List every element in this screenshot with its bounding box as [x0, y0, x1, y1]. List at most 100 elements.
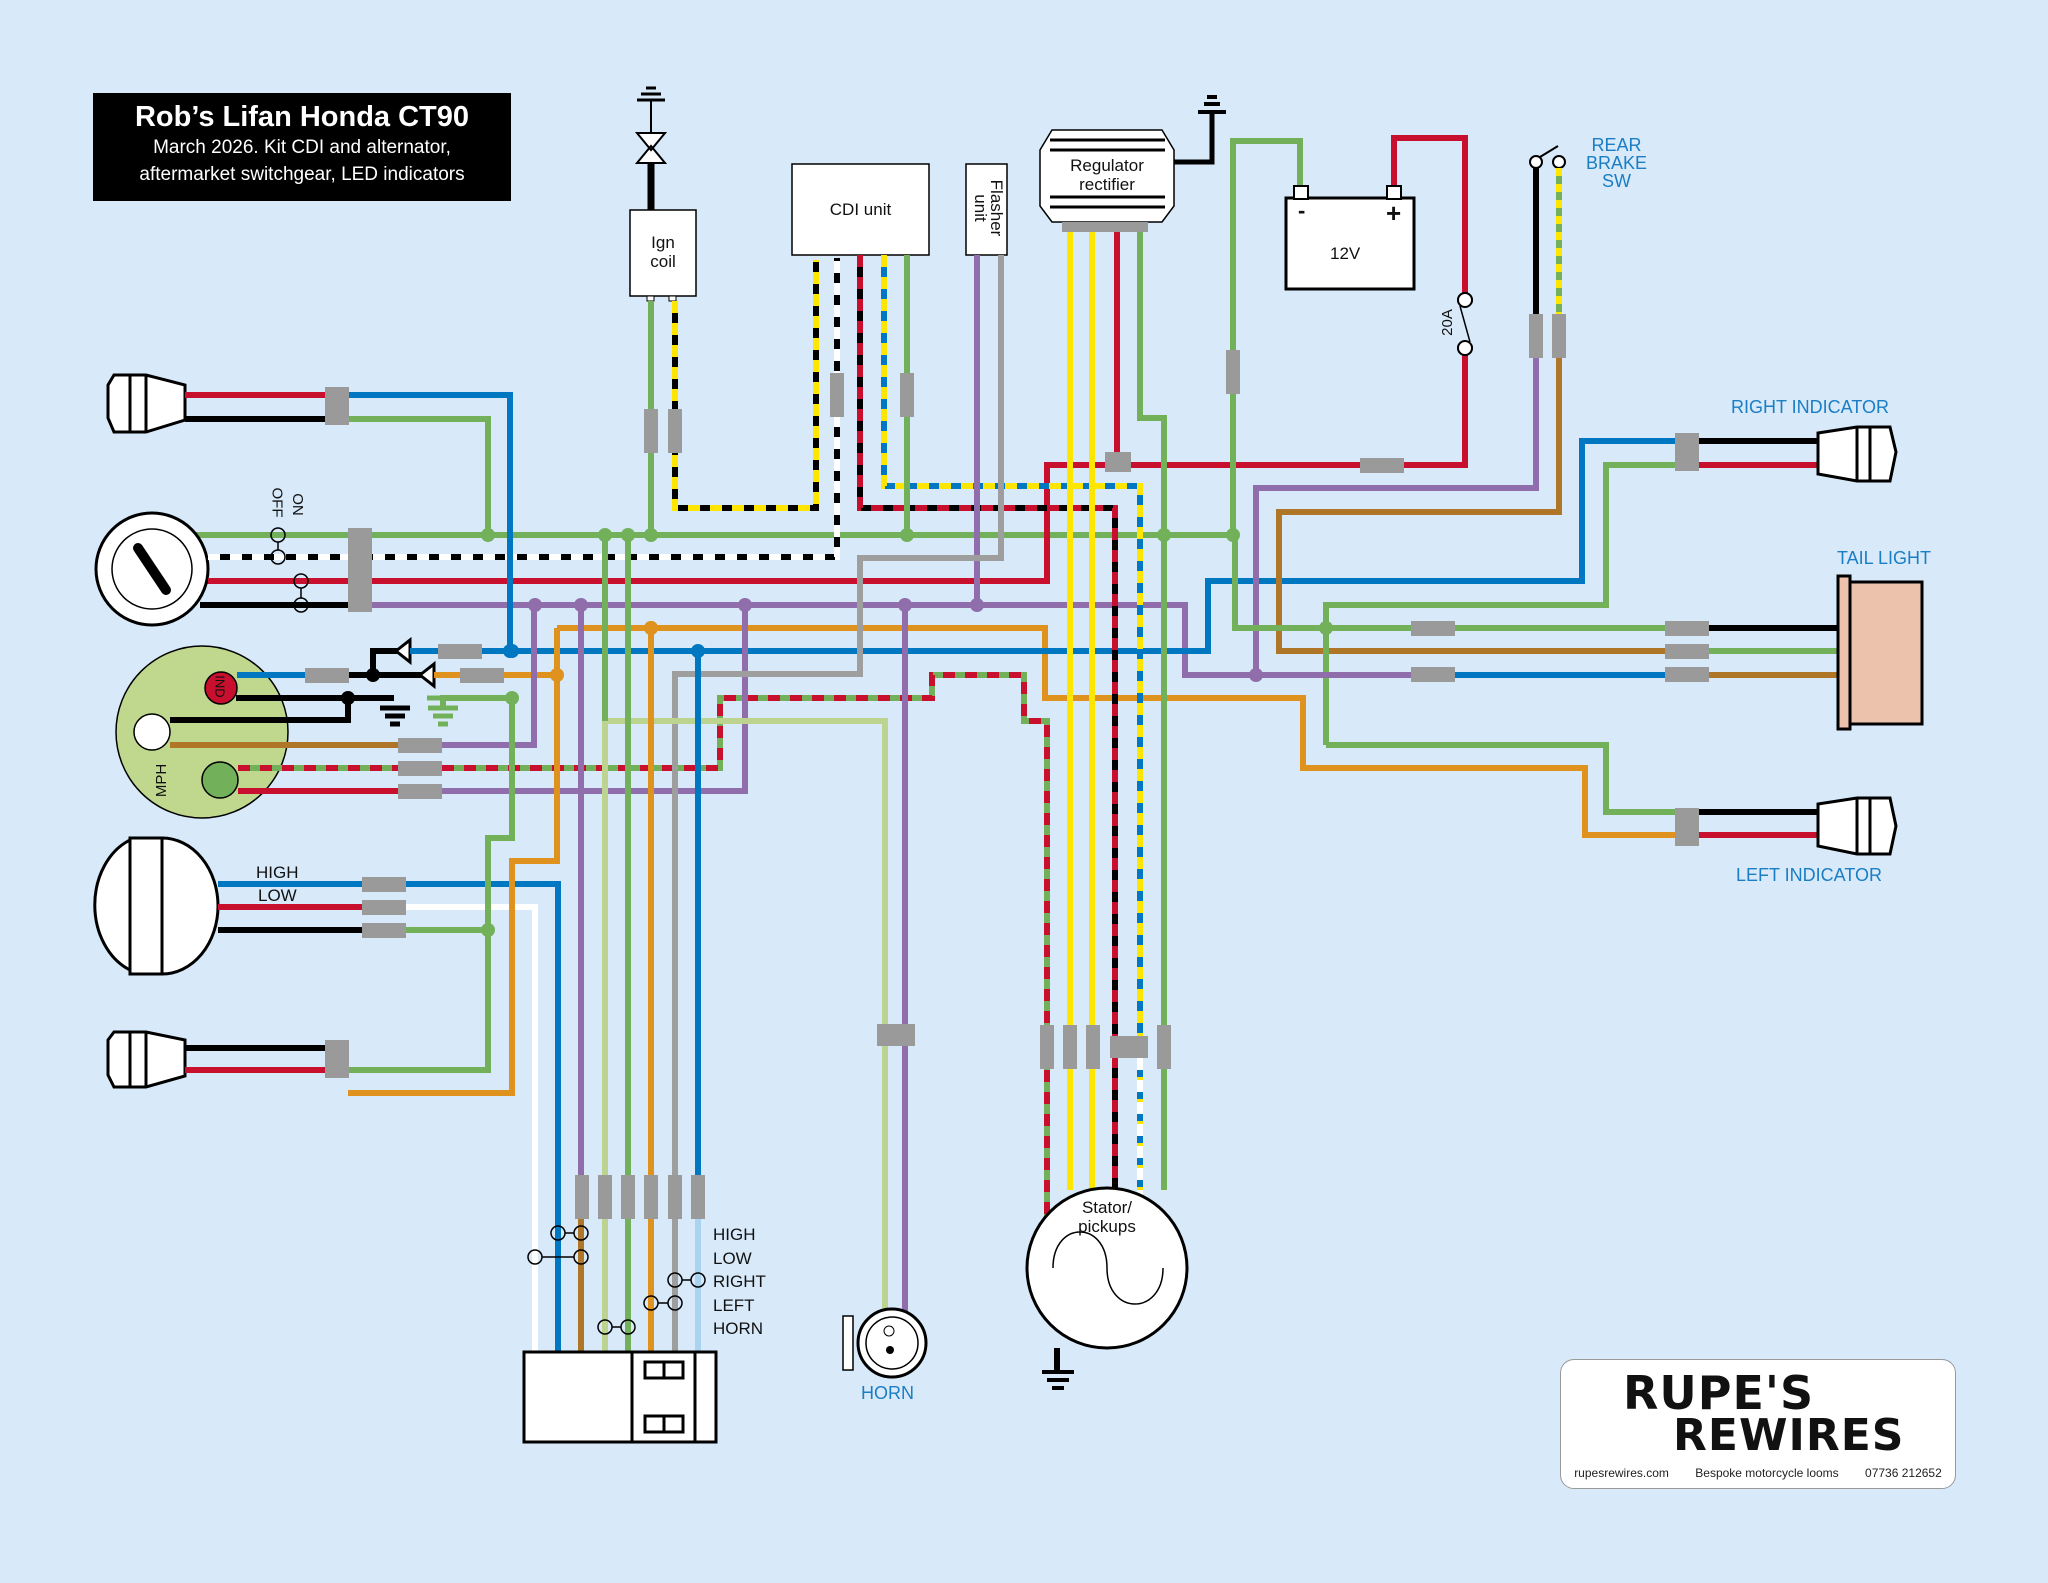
connector — [1552, 314, 1566, 358]
ground-icon — [427, 695, 512, 727]
connector — [598, 1175, 612, 1219]
connector — [398, 784, 442, 799]
connector — [1105, 452, 1131, 472]
connector — [1665, 621, 1709, 636]
rear-left-indicator — [1816, 796, 1898, 856]
connector — [1063, 1025, 1077, 1069]
ign-coil-label-1: Ign — [651, 233, 675, 252]
connector — [348, 528, 372, 612]
regulator-label: Regulator rectifier — [1052, 156, 1162, 194]
headlight — [93, 836, 220, 976]
ignition-coil — [629, 86, 697, 302]
wire-neutral-black — [170, 698, 351, 723]
connector — [398, 738, 442, 753]
connector — [305, 668, 349, 683]
connector — [691, 1175, 705, 1219]
connector — [1040, 1025, 1054, 1069]
logo-website: rupesrewires.com — [1574, 1466, 1669, 1480]
wire-green-to-bus — [349, 416, 491, 535]
title-box: Rob’s Lifan Honda CT90 March 2026. Kit C… — [93, 93, 511, 201]
regulator-label-1: Regulator — [1070, 156, 1144, 175]
battery — [1284, 185, 1416, 291]
switchgear-housing[interactable] — [522, 1350, 718, 1444]
wire-orange-down — [348, 675, 560, 1096]
flasher-unit — [965, 163, 1008, 256]
connector — [1675, 433, 1699, 471]
switchgear-label-high: HIGH — [713, 1225, 756, 1244]
tail-light — [1836, 574, 1924, 731]
rear-brake-switch[interactable] — [1529, 145, 1566, 169]
wire-blue-to-bus — [349, 392, 513, 651]
flasher-label-1: Flasher — [987, 179, 1006, 237]
connector — [460, 668, 504, 683]
ignition-switch[interactable] — [94, 511, 210, 627]
wire-green-down — [485, 698, 515, 930]
connector — [668, 1175, 682, 1219]
connector — [1157, 1025, 1171, 1069]
wire-ind-diode — [370, 648, 400, 675]
main-beam-lamp — [201, 761, 239, 799]
speedometer — [115, 645, 289, 819]
switchgear-label-left: LEFT — [713, 1295, 755, 1315]
indicator-lamp — [204, 671, 238, 705]
logo-tagline: Bespoke motorcycle looms — [1695, 1466, 1839, 1480]
rear-brake-label-2: BRAKE — [1586, 153, 1648, 173]
stator-label: Stator/ pickups — [1057, 1198, 1157, 1236]
connector — [1411, 621, 1455, 636]
wire-orange-main — [557, 625, 1675, 838]
connector — [900, 373, 914, 417]
front-right-indicator — [106, 373, 187, 434]
fuse-label: 20A — [1438, 309, 1456, 336]
connector — [1360, 458, 1404, 473]
wire-red-main — [175, 135, 1468, 584]
connector — [644, 409, 658, 453]
horn-label: HORN — [861, 1383, 914, 1403]
rupes-rewires-logo: RUPE'S REWIRES rupesrewires.com Bespoke … — [1560, 1359, 1956, 1489]
front-left-indicator — [106, 1030, 187, 1089]
stator — [1025, 1186, 1189, 1390]
rear-brake-label: REAR BRAKE SW — [1586, 136, 1647, 190]
regulator-label-2: rectifier — [1079, 175, 1135, 194]
right-indicator-label: RIGHT INDICATOR — [1731, 397, 1890, 417]
ign-coil-label: Ign coil — [630, 233, 696, 271]
switchgear-label-low: LOW — [713, 1248, 752, 1268]
diagram-title: Rob’s Lifan Honda CT90 — [134, 101, 470, 133]
flasher-label-2: unit — [971, 194, 990, 222]
regulator-rectifier — [1039, 95, 1226, 232]
flasher-label: Flasher unit — [971, 178, 1006, 238]
connector — [644, 1175, 658, 1219]
battery-neg-label: - — [1298, 198, 1306, 223]
headlight-high-label: HIGH — [256, 863, 299, 882]
diode-icon — [417, 660, 436, 690]
connector — [1675, 808, 1699, 846]
connector — [668, 409, 682, 453]
connector — [1226, 350, 1240, 394]
logo-footer: rupesrewires.com Bespoke motorcycle loom… — [1561, 1466, 1955, 1480]
connector — [325, 1040, 349, 1078]
connector — [1529, 314, 1543, 358]
ign-off-label: OFF — [268, 487, 286, 518]
connector — [362, 900, 406, 915]
rear-brake-label-3: SW — [1602, 171, 1632, 191]
connector — [1411, 667, 1455, 682]
logo-phone: 07736 212652 — [1865, 1466, 1942, 1480]
connector — [830, 373, 844, 417]
diagram-subtitle-2: aftermarket switchgear, LED indicators — [139, 164, 465, 185]
switchgear-label-right: RIGHT — [713, 1272, 766, 1291]
diagram-subtitle-1: March 2026. Kit CDI and alternator, — [153, 137, 451, 158]
ign-on-label: ON — [288, 493, 306, 516]
connector — [621, 1175, 635, 1219]
connector — [1665, 644, 1709, 659]
connector — [1110, 1036, 1148, 1058]
connector — [362, 877, 406, 892]
speedo-mph-label: MPH — [153, 763, 171, 798]
horn — [842, 1307, 928, 1379]
logo-line-2: REWIRES — [1673, 1410, 1905, 1461]
switchgear-labels: HIGH LOW RIGHT LEFT HORN — [713, 1223, 766, 1341]
rear-brake-label-1: REAR — [1591, 135, 1642, 155]
neutral-lamp — [133, 713, 171, 751]
stator-label-1: Stator/ — [1081, 1198, 1133, 1217]
left-indicator-label: LEFT INDICATOR — [1736, 865, 1883, 885]
logo-line-1: RUPE'S — [1623, 1366, 1815, 1420]
